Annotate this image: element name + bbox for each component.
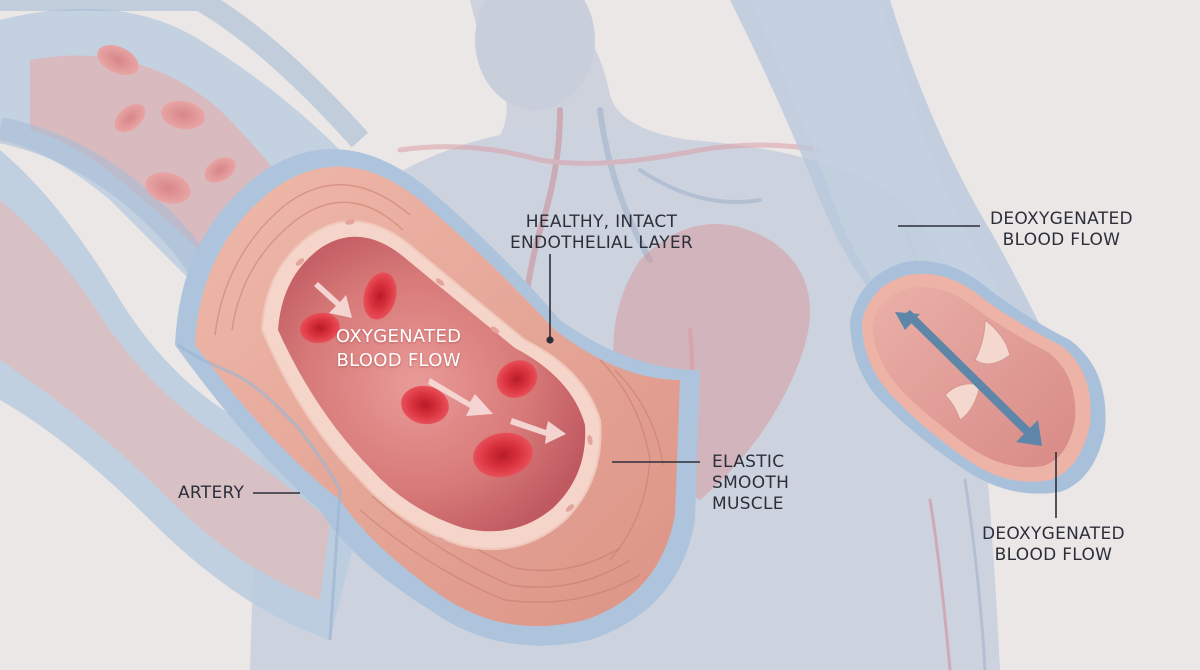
vein-flow-arrow bbox=[895, 310, 1042, 446]
faint-red-cells bbox=[97, 44, 236, 204]
leader-lines bbox=[253, 225, 1057, 518]
label-deoxy-top-line2: BLOOD FLOW bbox=[1002, 230, 1121, 250]
label-elastic-smooth-muscle: ELASTIC SMOOTH MUSCLE bbox=[712, 452, 789, 515]
label-muscle-line2: SMOOTH bbox=[712, 473, 790, 493]
label-endothelial-line1: HEALTHY, INTACT bbox=[525, 212, 678, 232]
artery-tube-lower bbox=[0, 150, 360, 640]
vein-cross-section bbox=[850, 260, 1106, 494]
label-artery: ARTERY bbox=[178, 483, 245, 503]
label-deoxygenated-bottom: DEOXYGENATED BLOOD FLOW bbox=[982, 524, 1125, 566]
flow-arrows bbox=[314, 282, 566, 444]
label-endothelial-layer: HEALTHY, INTACT ENDOTHELIAL LAYER bbox=[510, 212, 693, 254]
artery-cross-section bbox=[175, 149, 700, 646]
label-deoxy-bottom-line1: DEOXYGENATED bbox=[982, 524, 1125, 544]
label-oxygenated-line2: BLOOD FLOW bbox=[336, 350, 461, 371]
label-oxygenated-blood-flow: OXYGENATED BLOOD FLOW bbox=[336, 325, 461, 373]
label-oxygenated-line1: OXYGENATED bbox=[336, 326, 462, 347]
label-deoxy-bottom-line2: BLOOD FLOW bbox=[994, 545, 1113, 565]
label-muscle-line3: MUSCLE bbox=[712, 494, 784, 514]
red-blood-cells bbox=[300, 272, 538, 478]
label-muscle-line1: ELASTIC bbox=[712, 452, 785, 472]
label-endothelial-line2: ENDOTHELIAL LAYER bbox=[510, 233, 694, 253]
label-deoxy-top-line1: DEOXYGENATED bbox=[990, 209, 1133, 229]
label-deoxygenated-top: DEOXYGENATED BLOOD FLOW bbox=[990, 209, 1133, 251]
